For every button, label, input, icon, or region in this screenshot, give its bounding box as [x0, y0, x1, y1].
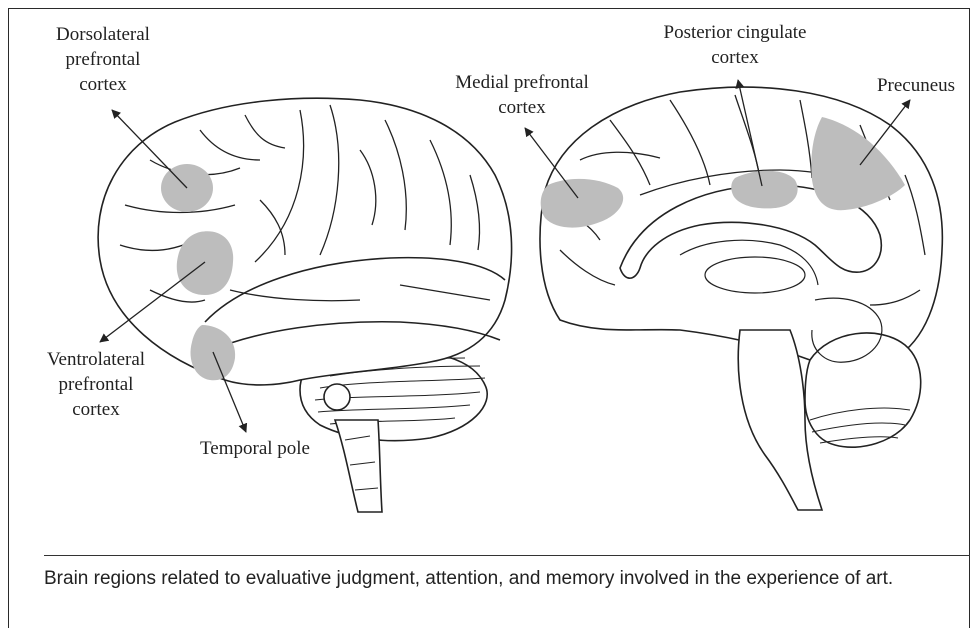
pcc-region [731, 171, 797, 209]
caption-divider [44, 555, 970, 556]
label-ventrolateral-prefrontal-cortex: Ventrolateral prefrontal cortex [26, 347, 166, 422]
lateral-cerebrum [98, 98, 511, 385]
label-precuneus: Precuneus [862, 73, 970, 98]
label-temporal-pole: Temporal pole [180, 436, 330, 461]
label-posterior-cingulate-cortex: Posterior cingulate cortex [635, 20, 835, 70]
label-dorsolateral-prefrontal-cortex: Dorsolateral prefrontal cortex [38, 22, 168, 97]
lateral-brainstem [335, 420, 382, 512]
figure-caption: Brain regions related to evaluative judg… [44, 565, 944, 593]
medial-brain [540, 87, 942, 510]
label-medial-prefrontal-cortex: Medial prefrontal cortex [437, 70, 607, 120]
